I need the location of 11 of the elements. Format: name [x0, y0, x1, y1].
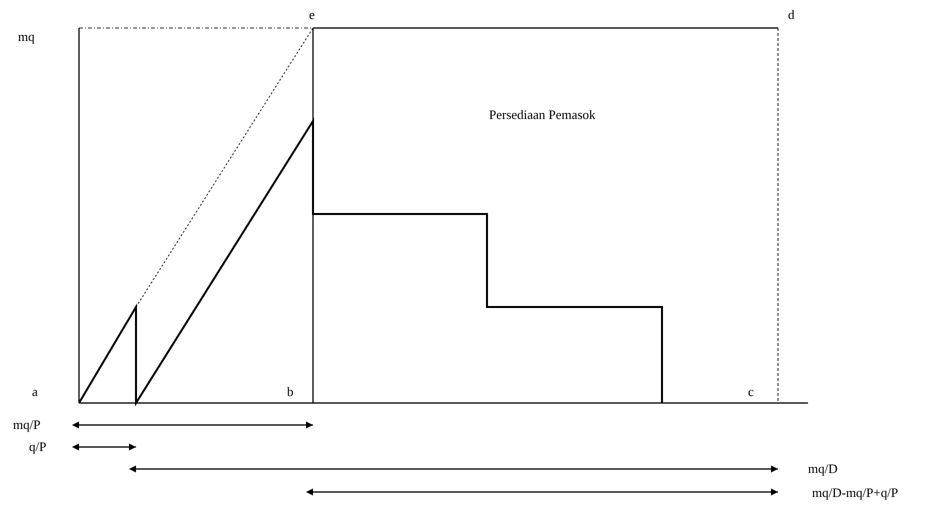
dimension-label: mq/D-mq/P+q/P — [812, 486, 898, 499]
point-label: b — [287, 385, 294, 398]
point-label: d — [788, 8, 794, 21]
dimension-label: mq/D — [808, 462, 838, 475]
region-label: Persediaan Pemasok — [489, 108, 596, 121]
point-label: a — [32, 385, 38, 398]
dimension-label: q/P — [29, 440, 46, 453]
point-label: e — [309, 8, 315, 21]
axis-label: mq — [18, 30, 35, 43]
dimension-label: mq/P — [13, 418, 40, 431]
point-label: c — [748, 385, 754, 398]
